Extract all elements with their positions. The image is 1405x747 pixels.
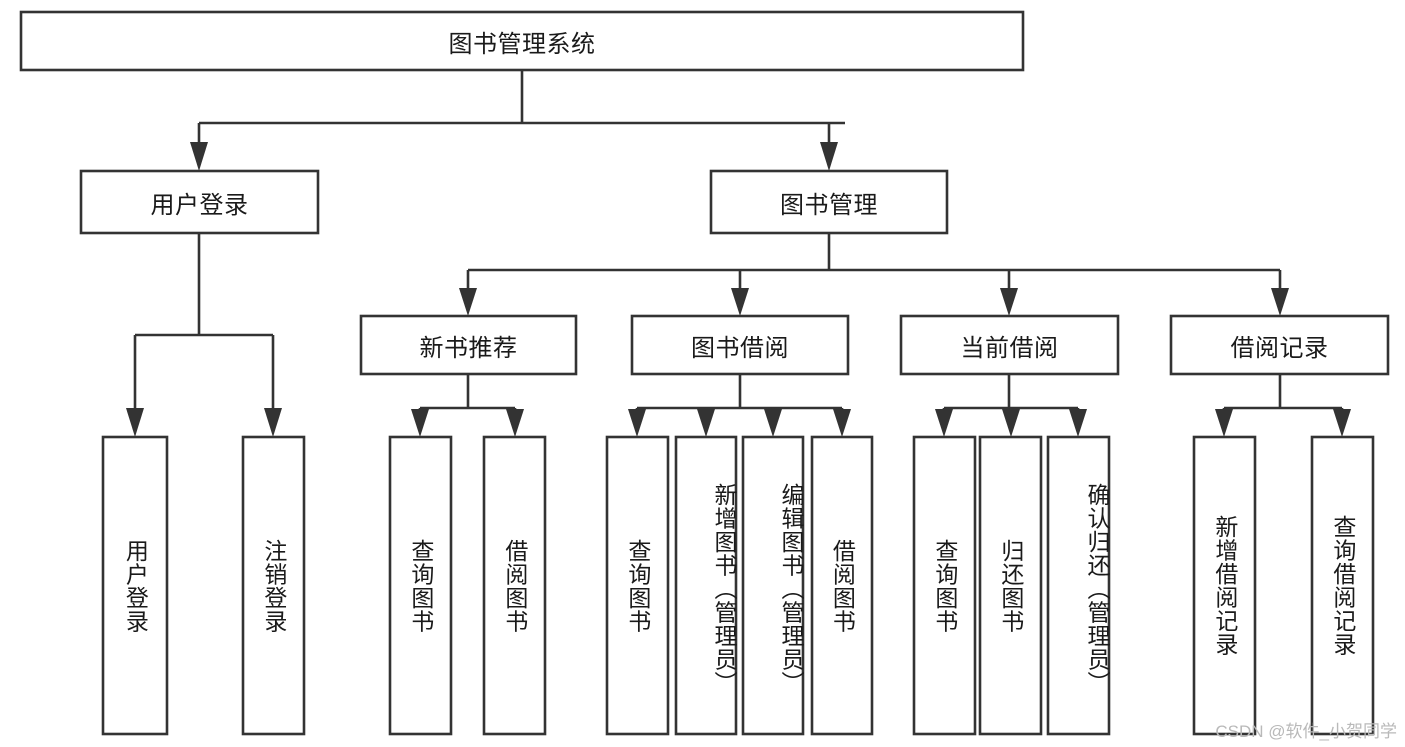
node-box-bb-borrow-book[interactable]: [810, 435, 874, 736]
arrow-root-to-book-manage: [820, 142, 838, 171]
node-box-book-borrow[interactable]: [630, 314, 850, 376]
arrow-current-borrow-to-leaf-2: [1002, 409, 1020, 437]
arrow-book-borrow-to-leaf-3: [764, 409, 782, 437]
node-box-cb-query-book[interactable]: [912, 435, 977, 736]
arrow-borrow-record-to-leaf-2: [1333, 409, 1351, 437]
node-box-br-add-record[interactable]: [1192, 435, 1257, 736]
connector-group-book-borrow: [628, 374, 851, 437]
connector-group-new-book-rec: [411, 374, 524, 437]
node-box-root[interactable]: [19, 10, 1025, 72]
node-box-borrow-record[interactable]: [1169, 314, 1390, 376]
arrow-book-manage-to-current-borrow: [1000, 288, 1018, 316]
node-box-nbr-query-book[interactable]: [388, 435, 453, 736]
connector-group-root: [190, 70, 845, 171]
arrow-book-manage-to-new-book-rec: [459, 288, 477, 316]
connector-group-current-borrow: [935, 374, 1087, 437]
node-box-cb-return-book[interactable]: [978, 435, 1043, 736]
arrow-new-book-rec-to-leaf-2: [506, 409, 524, 437]
arrow-root-to-user-login: [190, 142, 208, 171]
node-box-br-query-record[interactable]: [1310, 435, 1375, 736]
arrow-current-borrow-to-leaf-3: [1069, 409, 1087, 437]
connector-group-user-login: [126, 233, 282, 437]
node-box-user-login-do[interactable]: [101, 435, 169, 736]
arrow-book-manage-to-book-borrow: [731, 288, 749, 316]
arrow-book-borrow-to-leaf-1: [628, 409, 646, 437]
arrow-book-borrow-to-leaf-4: [833, 409, 851, 437]
node-box-new-book-rec[interactable]: [359, 314, 578, 376]
node-box-user-logout[interactable]: [241, 435, 306, 736]
arrow-book-borrow-to-leaf-2: [697, 409, 715, 437]
arrow-current-borrow-to-leaf-1: [935, 409, 953, 437]
arrow-user-login-to-leaf-1: [126, 408, 144, 437]
connector-group-borrow-record: [1215, 374, 1351, 437]
node-box-bb-add-book[interactable]: [674, 435, 738, 736]
node-box-book-manage[interactable]: [709, 169, 949, 235]
arrow-borrow-record-to-leaf-1: [1215, 409, 1233, 437]
connector-group-book-manage: [459, 233, 1289, 316]
node-box-nbr-borrow-book[interactable]: [482, 435, 547, 736]
arrow-book-manage-to-borrow-record: [1271, 288, 1289, 316]
node-box-user-login[interactable]: [79, 169, 320, 235]
arrow-new-book-rec-to-leaf-1: [411, 409, 429, 437]
node-box-cb-confirm-return[interactable]: [1046, 435, 1111, 736]
node-box-bb-query-book[interactable]: [605, 435, 670, 736]
node-box-current-borrow[interactable]: [899, 314, 1120, 376]
node-box-bb-edit-book[interactable]: [741, 435, 805, 736]
arrow-user-login-to-leaf-2: [264, 408, 282, 437]
